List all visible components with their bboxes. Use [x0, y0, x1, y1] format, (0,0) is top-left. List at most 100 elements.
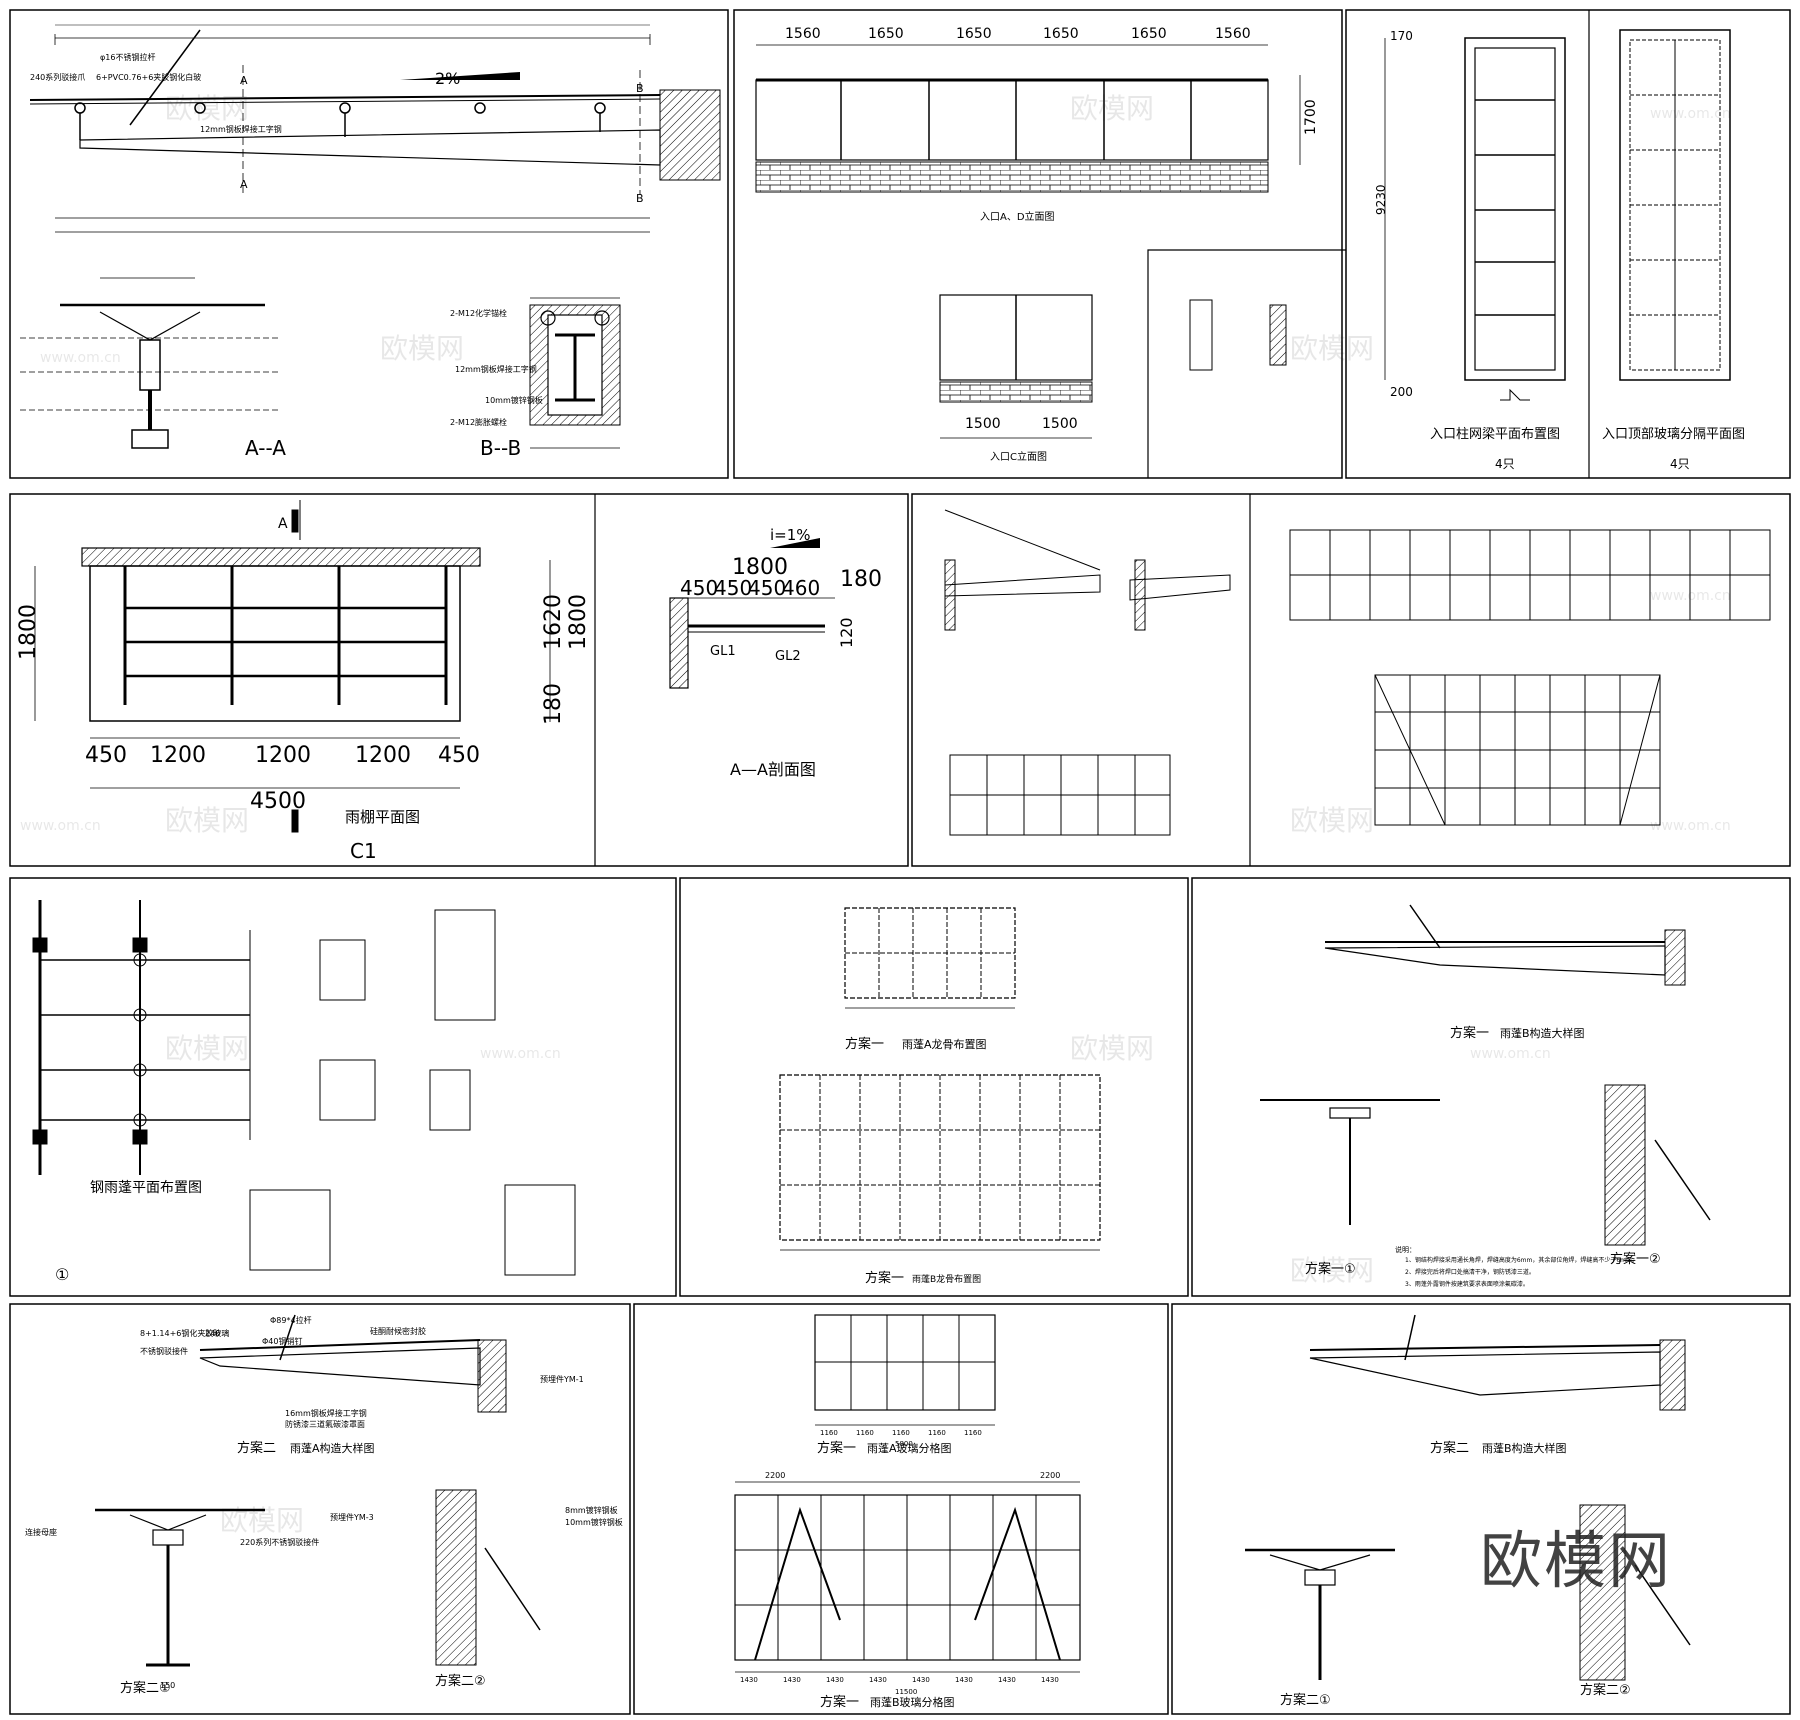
section-mark: B	[636, 192, 644, 205]
watermark-url: www.om.cn	[40, 350, 121, 366]
dim-label: 450	[438, 743, 480, 768]
annotation: 防锈漆三道氟碳漆罩面	[285, 1419, 365, 1429]
dim-label: 1800	[566, 594, 591, 650]
slope-label: 2%	[435, 69, 460, 88]
notes-title: 说明：	[1395, 1245, 1416, 1254]
dim-label: 1560	[785, 26, 821, 42]
detail-mark: ①	[55, 1265, 69, 1284]
drawing-caption: 雨蓬A玻璃分格图	[867, 1441, 952, 1455]
dim-label: 150	[160, 1681, 175, 1690]
section-aa-c1	[549, 538, 835, 722]
caption-tag: 方案二	[237, 1440, 276, 1456]
dim-label: 1700	[1303, 99, 1319, 135]
brand-logo: 欧模网	[1480, 1524, 1673, 1597]
dim-label: 1160	[892, 1429, 910, 1437]
dim-label: 1430	[912, 1676, 930, 1684]
watermark: 欧模网	[1290, 804, 1374, 837]
dim-label: 1800	[732, 555, 788, 580]
note-line: 3、雨蓬外露钢件按建筑要求表面喷涂氟碳漆。	[1405, 1280, 1529, 1288]
glass-grid	[734, 1314, 1081, 1673]
dim-label: 9230	[1374, 184, 1388, 215]
annotation: 2-M12化学锚栓	[450, 308, 507, 318]
beam-label: GL1	[710, 644, 736, 659]
annotation: 不锈钢驳接件	[140, 1346, 188, 1356]
watermark: 欧模网	[165, 804, 249, 837]
dim-label: 1430	[869, 1676, 887, 1684]
dim-label: 450	[680, 576, 718, 600]
drawing-caption: 雨蓬A龙骨布置图	[902, 1038, 987, 1051]
dim-label: 1430	[998, 1676, 1016, 1684]
detail-caption: 方案一①	[1305, 1261, 1356, 1277]
dim-label: 450	[85, 743, 127, 768]
detail-caption: 方案二②	[435, 1673, 486, 1689]
watermark: 欧模网	[1290, 332, 1374, 365]
caption-tag: 方案二	[1430, 1440, 1469, 1456]
slope-label: i=1%	[770, 526, 811, 544]
watermark: 欧模网	[380, 332, 464, 365]
dim-label: 4500	[250, 789, 306, 814]
column-plan	[1384, 37, 1566, 401]
annotation: 预埋件YM-1	[540, 1374, 584, 1384]
caption-tag: 方案一	[817, 1440, 856, 1456]
watermark: 欧模网	[1070, 92, 1154, 125]
section-title-aa: A--A	[245, 436, 286, 460]
scheme2-b-detail	[1245, 1314, 1691, 1681]
section-mark: A	[240, 178, 248, 191]
caption-tag: 方案一	[1450, 1025, 1489, 1041]
dim-label: 11500	[895, 1688, 917, 1696]
watermark: 欧模网	[165, 92, 249, 125]
dim-label: 1650	[1131, 26, 1167, 42]
drawing-caption: A—A剖面图	[730, 760, 816, 779]
detail-caption: 方案一②	[1610, 1251, 1661, 1267]
dim-label: 1650	[868, 26, 904, 42]
dim-label: 1430	[955, 1676, 973, 1684]
elevation-c	[939, 294, 1287, 439]
dim-label: 1560	[1215, 26, 1251, 42]
dim-label: 1160	[964, 1429, 982, 1437]
annotation: φ16不锈钢拉杆	[100, 52, 155, 62]
watermark: 欧模网	[1290, 1254, 1374, 1287]
section-mark: A	[278, 516, 288, 532]
dim-label: 1200	[255, 743, 311, 768]
dim-label: 1160	[820, 1429, 838, 1437]
dim-label: 1430	[1041, 1676, 1059, 1684]
beam-label: GL2	[775, 649, 801, 664]
drawing-count: 4只	[1495, 457, 1515, 471]
detail-caption: 方案二①	[120, 1680, 171, 1696]
annotation: 硅酮耐候密封胶	[370, 1326, 426, 1336]
dim-label: 1200	[355, 743, 411, 768]
dim-label: 460	[782, 576, 820, 600]
dim-label: 5800	[895, 1440, 913, 1448]
annotation: 预埋件YM-3	[330, 1512, 374, 1522]
annotation: 12mm钢板焊接工字钢	[200, 124, 282, 134]
section-title-bb: B--B	[480, 436, 521, 460]
dim-label: 1430	[740, 1676, 758, 1684]
dim-label: 1200	[150, 743, 206, 768]
annotation: Φ40钢销钉	[262, 1336, 302, 1346]
dim-label: 2200	[765, 1471, 785, 1480]
caption-tag: 方案一	[820, 1694, 859, 1710]
caption-tag: 方案一	[865, 1270, 904, 1286]
annotation: 10mm镀锌钢板	[485, 395, 543, 405]
scheme1-b-detail	[1260, 904, 1711, 1246]
dim-label: 1500	[1042, 416, 1078, 432]
glass-plan	[1619, 29, 1731, 381]
drawing-count: 4只	[1670, 457, 1690, 471]
watermark-url: www.om.cn	[1650, 106, 1731, 122]
dim-label: 200	[1390, 385, 1413, 399]
dim-label: 180	[541, 683, 566, 725]
annotation: 220系列不锈钢驳接件	[240, 1537, 319, 1547]
dim-label: 1620	[541, 594, 566, 650]
watermark-url: www.om.cn	[1650, 818, 1731, 834]
drawing-caption: 雨蓬B构造大样图	[1482, 1441, 1567, 1455]
annotation: 连接母座	[25, 1527, 57, 1537]
annotation: 12mm钢板焊接工字钢	[455, 364, 537, 374]
top-left-detail	[20, 24, 721, 449]
dim-label: 1650	[956, 26, 992, 42]
dim-label: 1430	[826, 1676, 844, 1684]
watermark-url: www.om.cn	[20, 818, 101, 834]
note-line: 2、焊接完后将焊口处搞清干净，钢防锈漆三道。	[1405, 1268, 1535, 1276]
section-mark: A	[240, 74, 248, 87]
annotation: 16mm钢板焊接工字钢	[285, 1408, 367, 1418]
